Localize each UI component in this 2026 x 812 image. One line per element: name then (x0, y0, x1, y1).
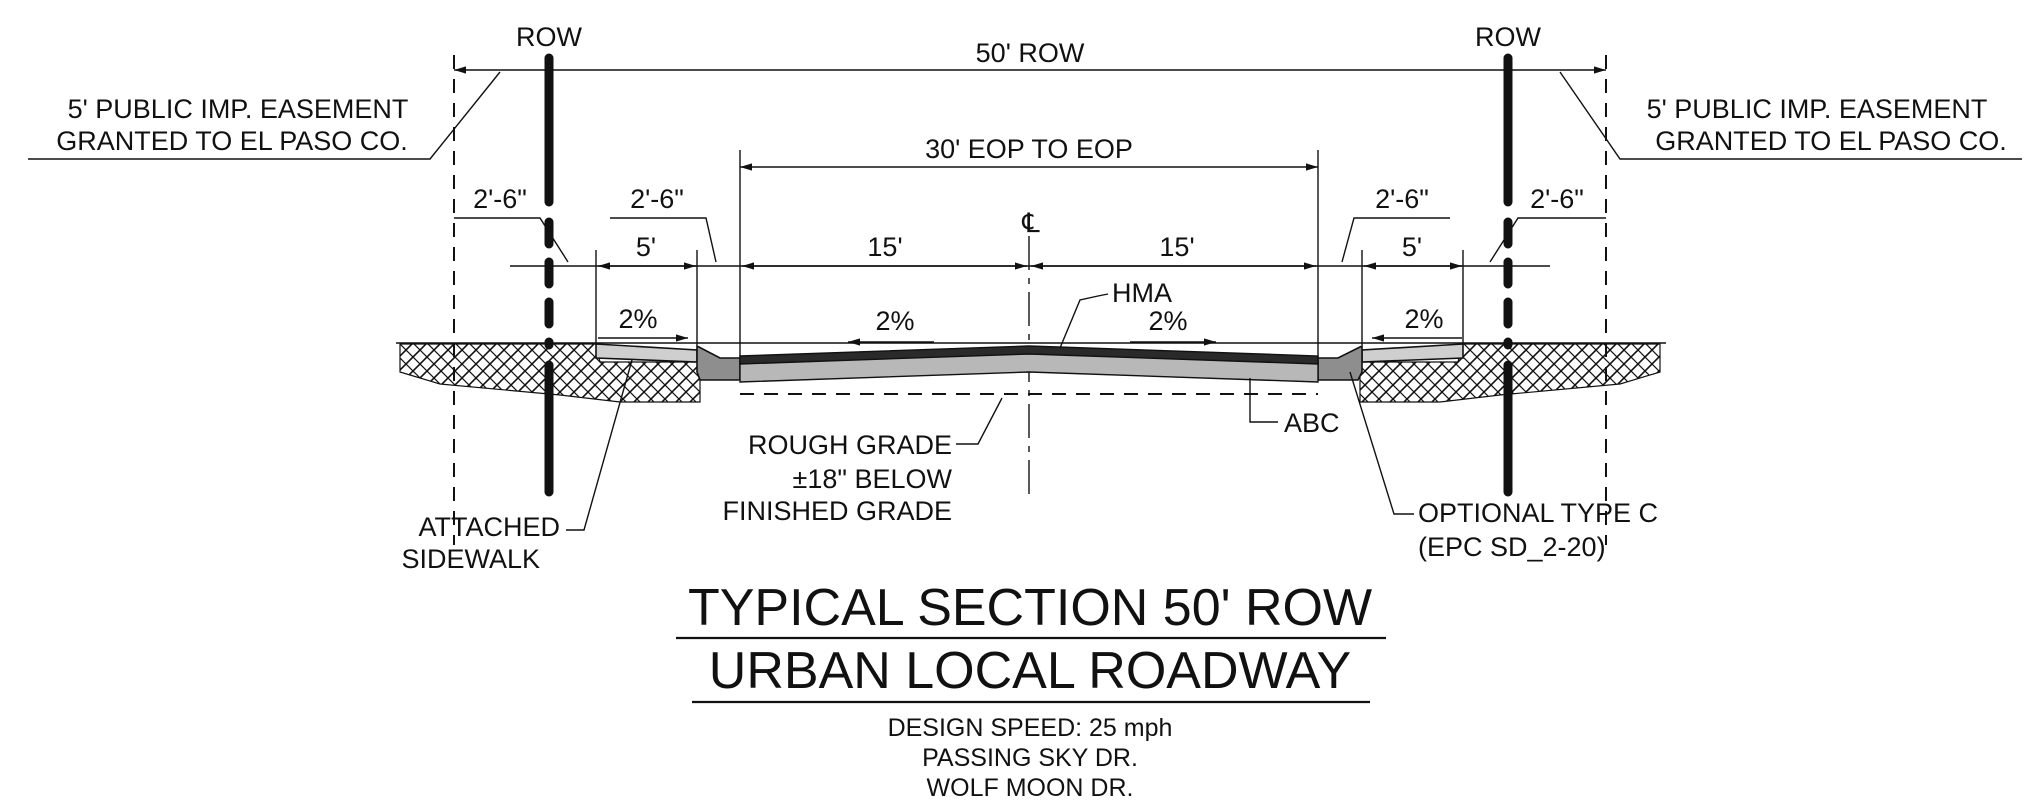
sidewalk-left (595, 343, 698, 363)
abc-leader (1249, 378, 1278, 423)
dimension-eop-to-eop: 30' EOP TO EOP (925, 134, 1133, 164)
rough-grade-line2: ±18" BELOW (793, 464, 953, 494)
dim-5-left: 5' (636, 232, 656, 262)
row-label-right: ROW (1475, 22, 1542, 52)
dim-15-left: 15' (867, 232, 902, 262)
optional-curb-line1: OPTIONAL TYPE C (1418, 498, 1658, 528)
leader-2-6-outer-right (1489, 217, 1606, 263)
curb-left (696, 344, 741, 381)
hma-pavement (739, 345, 1319, 365)
rough-grade-line1: ROUGH GRADE (748, 430, 952, 460)
easement-right-line1: 5' PUBLIC IMP. EASEMENT (1647, 94, 1988, 124)
attached-sidewalk-leader (566, 359, 633, 531)
centerline-symbol: ℄ (1021, 208, 1040, 238)
slope-walk-left: 2% (618, 304, 657, 334)
leader-2-6-inner-right (1341, 217, 1450, 263)
attached-sidewalk-line1: ATTACHED (419, 512, 561, 542)
leader-2-6-outer-left (454, 217, 569, 263)
sidewalk-right (1361, 343, 1464, 363)
dim-15-right: 15' (1159, 232, 1194, 262)
slope-walk-right: 2% (1404, 304, 1443, 334)
title-line1: TYPICAL SECTION 50' ROW (688, 579, 1372, 637)
row-label-left: ROW (516, 22, 583, 52)
hma-leader (1059, 293, 1109, 349)
easement-left-line2: GRANTED TO EL PASO CO. (56, 126, 408, 156)
dim-5-right: 5' (1402, 232, 1422, 262)
abc-label: ABC (1284, 408, 1340, 438)
dim-2-6-inner-left: 2'-6" (630, 184, 684, 214)
slope-road-left: 2% (875, 306, 914, 336)
dim-2-6-outer-left: 2'-6" (473, 184, 527, 214)
curb-right (1317, 344, 1363, 381)
street-name-1: PASSING SKY DR. (922, 744, 1138, 772)
optional-curb-line2: (EPC SD_2-20) (1418, 532, 1606, 562)
attached-sidewalk-line2: SIDEWALK (401, 544, 540, 574)
design-speed: DESIGN SPEED: 25 mph (888, 714, 1173, 742)
leader-2-6-inner-left (610, 217, 717, 263)
slope-road-right: 2% (1148, 306, 1187, 336)
rough-grade-leader (956, 397, 1003, 445)
dim-2-6-inner-right: 2'-6" (1375, 184, 1429, 214)
easement-leader-left (28, 71, 501, 160)
easement-right-line2: GRANTED TO EL PASO CO. (1655, 126, 2007, 156)
dimension-50-row: 50' ROW (976, 38, 1085, 68)
title-line2: URBAN LOCAL ROADWAY (709, 642, 1351, 700)
easement-left-line1: 5' PUBLIC IMP. EASEMENT (68, 94, 409, 124)
optional-curb-leader (1349, 371, 1414, 515)
hma-label: HMA (1112, 278, 1172, 308)
easement-leader-right (1559, 71, 2022, 160)
rough-grade-line3: FINISHED GRADE (722, 496, 952, 526)
dim-2-6-outer-right: 2'-6" (1530, 184, 1584, 214)
street-name-2: WOLF MOON DR. (927, 774, 1134, 802)
